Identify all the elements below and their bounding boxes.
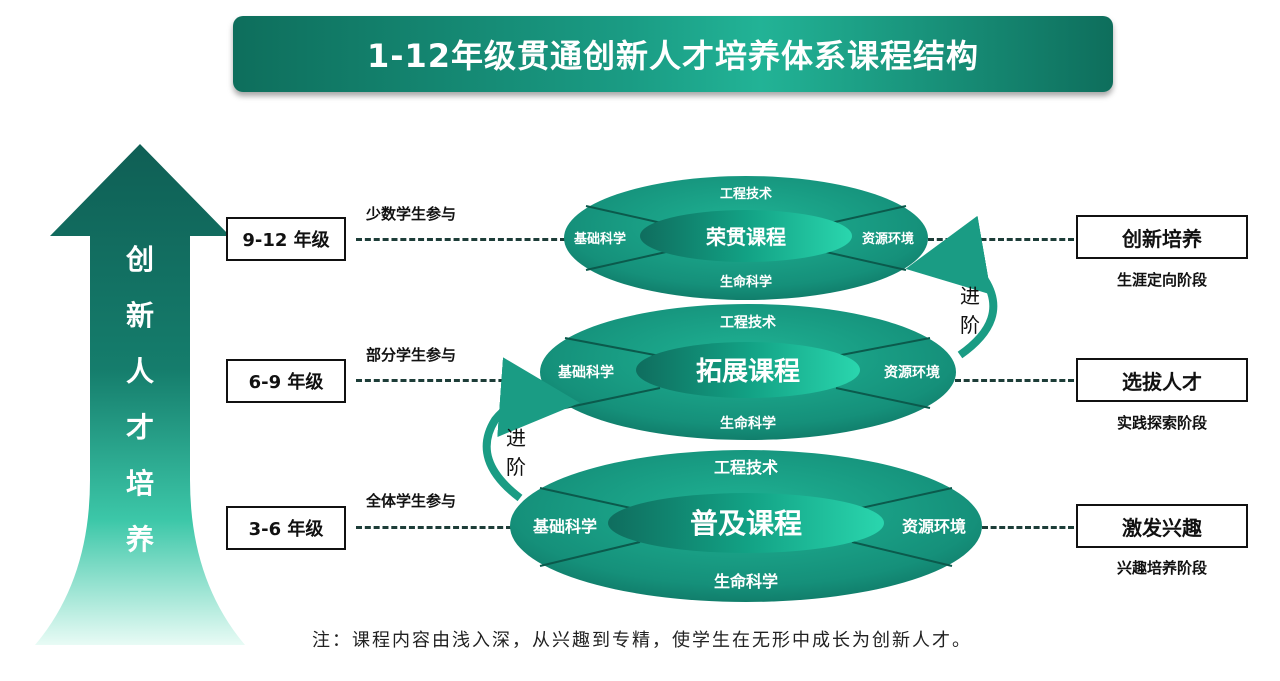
tier1-left-label: 基础科学 xyxy=(573,231,626,247)
stage-box-tier1: 创新培养 xyxy=(1076,215,1248,259)
arrow-label: 创 新 人 才 培 养 xyxy=(30,232,250,568)
growth-arrow: 创 新 人 才 培 养 xyxy=(30,140,250,650)
stage-sub-tier3: 兴趣培养阶段 xyxy=(1116,559,1207,577)
footnote: 注：课程内容由浅入深，从兴趣到专精，使学生在无形中成长为创新人才。 xyxy=(312,630,972,651)
grade-box-tier1: 9-12 年级 xyxy=(226,217,346,261)
advance-arrow-lower xyxy=(482,357,580,502)
grade-box-tier2: 6-9 年级 xyxy=(226,359,346,403)
tier2-bottom-label: 生命科学 xyxy=(720,415,776,432)
arrow-char: 养 xyxy=(125,523,154,556)
arrow-char: 人 xyxy=(125,355,154,388)
tier3-course-title: 普及课程 xyxy=(690,507,802,540)
tier2-right-label: 资源环境 xyxy=(884,364,940,381)
connector-line-tier2-right xyxy=(955,379,1074,382)
stage-box-tier3: 激发兴趣 xyxy=(1076,504,1248,548)
stage-sub-tier2: 实践探索阶段 xyxy=(1116,414,1207,432)
arrow-shape xyxy=(35,144,245,645)
advance-arrow-upper xyxy=(905,215,998,359)
arrow-char: 培 xyxy=(125,467,154,500)
connector-line-tier3-left xyxy=(356,526,512,529)
arrow-char: 才 xyxy=(125,411,154,444)
title-banner: 1-12年级贯通创新人才培养体系课程结构 xyxy=(233,16,1113,92)
advance-label-upper-2: 阶 xyxy=(960,313,980,337)
connector-line-tier3-right xyxy=(982,526,1074,529)
connector-line-tier2-left xyxy=(356,379,540,382)
advance-label-lower-2: 阶 xyxy=(506,455,526,479)
ellipse-tier-3 xyxy=(510,450,982,602)
participation-label-tier2: 部分学生参与 xyxy=(366,346,457,364)
tier3-bottom-label: 生命科学 xyxy=(714,572,778,591)
ellipse-tier-2 xyxy=(540,304,956,440)
tier1-right-label: 资源环境 xyxy=(862,231,914,247)
ellipse-tier-1 xyxy=(564,176,928,300)
participation-label-tier1: 少数学生参与 xyxy=(366,205,457,223)
arrow-char: 新 xyxy=(125,299,154,332)
advance-label-upper-1: 进 xyxy=(960,284,980,308)
page-title: 1-12年级贯通创新人才培养体系课程结构 xyxy=(366,37,980,75)
arrow-char: 创 xyxy=(125,243,154,276)
tier2-course-title: 拓展课程 xyxy=(696,357,800,387)
stage-box-tier2: 选拔人才 xyxy=(1076,358,1248,402)
connector-line-tier1-right xyxy=(928,238,1074,241)
stage-sub-tier1: 生涯定向阶段 xyxy=(1116,271,1207,289)
participation-label-tier3: 全体学生参与 xyxy=(366,492,457,510)
advance-label-lower-1: 进 xyxy=(506,426,526,450)
tier1-course-title: 荣贯课程 xyxy=(705,225,786,249)
tier1-top-label: 工程技术 xyxy=(720,186,772,202)
connector-line-tier1-left xyxy=(356,238,566,241)
tier3-left-label: 基础科学 xyxy=(532,517,597,536)
grade-box-tier3: 3-6 年级 xyxy=(226,506,346,550)
tier1-bottom-label: 生命科学 xyxy=(720,274,772,290)
tier2-left-label: 基础科学 xyxy=(558,364,614,381)
tier3-top-label: 工程技术 xyxy=(714,458,778,477)
tier2-top-label: 工程技术 xyxy=(720,314,776,331)
tier3-right-label: 资源环境 xyxy=(902,517,966,536)
